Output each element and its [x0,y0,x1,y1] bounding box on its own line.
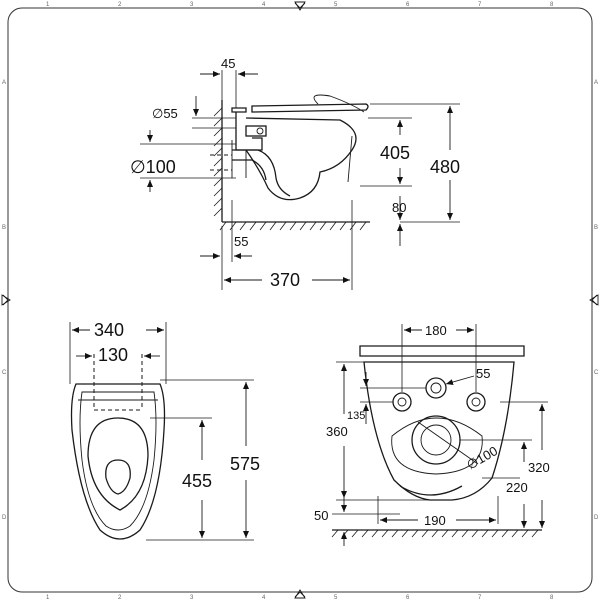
dim-label-405: 405 [380,143,410,163]
dimension-360: 360 [326,361,430,501]
dim-label-575: 575 [230,454,260,474]
dimension-45: 45 [200,56,258,108]
col-label-top: 3 [190,2,194,8]
dimension-455: 455 [146,417,212,541]
toilet-side-profile [210,94,369,201]
row-label-right: A [594,80,598,86]
dimension-phi55: ∅55 [152,96,236,129]
dimension-575: 575 [160,379,260,541]
toilet-rear-outline [359,345,525,501]
col-label-top: 1 [46,2,50,8]
rear-view: 180 55 135 360 ∅100 320 [314,323,550,546]
dimension-340: 340 [69,320,167,384]
col-label-top: 7 [478,2,482,8]
dimension-320: 320 [460,439,550,528]
col-label-top: 2 [118,2,122,8]
dimension-55-floor: 55 [200,200,252,262]
row-label-left: C [2,370,7,376]
dimension-380-right [500,401,548,528]
dimension-220: 220 [482,477,528,495]
dim-label-80: 80 [392,200,406,215]
row-label-left: A [2,80,6,86]
dim-label-180: 180 [425,323,447,338]
dim-label-320: 320 [528,460,550,475]
col-label-top: 4 [262,2,266,8]
col-label-top: 5 [334,2,338,8]
dim-label-340: 340 [94,320,124,340]
dim-label-50: 50 [314,508,328,523]
dim-label-135: 135 [347,410,365,422]
dim-label-480: 480 [430,157,460,177]
dimension-405: 405 [360,117,412,187]
frame-row-labels: A B C D A B C D [2,80,599,521]
side-view: 45 ∅55 ∅100 405 480 [130,56,460,290]
dimension-80: 80 [392,196,406,246]
frame-col-labels: 1 2 3 4 5 6 7 8 1 2 3 4 5 6 7 8 [46,2,554,600]
row-label-right: D [594,515,599,521]
dim-label-190: 190 [424,513,446,528]
row-label-right: B [594,225,598,231]
dim-label-220: 220 [506,480,528,495]
dimension-180: 180 [401,323,477,392]
col-label-top: 6 [406,2,410,8]
dim-label-370: 370 [270,270,300,290]
dim-label-55-rear: 55 [476,366,490,381]
wall-hatching [213,100,223,222]
floor-hatching [219,221,370,231]
col-label-bottom: 3 [190,595,194,600]
dim-label-360: 360 [326,424,348,439]
col-label-bottom: 1 [46,595,50,600]
top-view: 340 130 455 575 [69,320,260,541]
dim-label-55: 55 [234,234,248,249]
dim-label-phi55: ∅55 [152,106,178,121]
dimension-55-rear: 55 [445,366,490,385]
col-label-bottom: 4 [262,595,266,600]
dim-label-455: 455 [182,471,212,491]
col-label-bottom: 2 [118,595,122,600]
dimension-phi100: ∅100 [130,130,236,192]
row-label-right: C [594,370,599,376]
dimension-50: 50 [314,498,400,546]
dim-label-130: 130 [98,345,128,365]
row-label-left: B [2,225,6,231]
dimension-130: 130 [76,345,160,365]
dim-label-phi100: ∅100 [130,157,176,177]
col-label-bottom: 7 [478,595,482,600]
dimension-370: 370 [221,200,353,290]
row-label-left: D [2,515,7,521]
col-label-top: 8 [550,2,554,8]
col-label-bottom: 8 [550,595,554,600]
dim-label-45: 45 [221,56,235,71]
toilet-top-outline [70,354,166,540]
floor-hatching-rear [331,529,542,538]
dimension-480: 480 [370,103,460,223]
col-label-bottom: 5 [334,595,338,600]
col-label-bottom: 6 [406,595,410,600]
dimension-135: 135 [347,372,426,424]
dimension-190: 190 [377,496,499,528]
